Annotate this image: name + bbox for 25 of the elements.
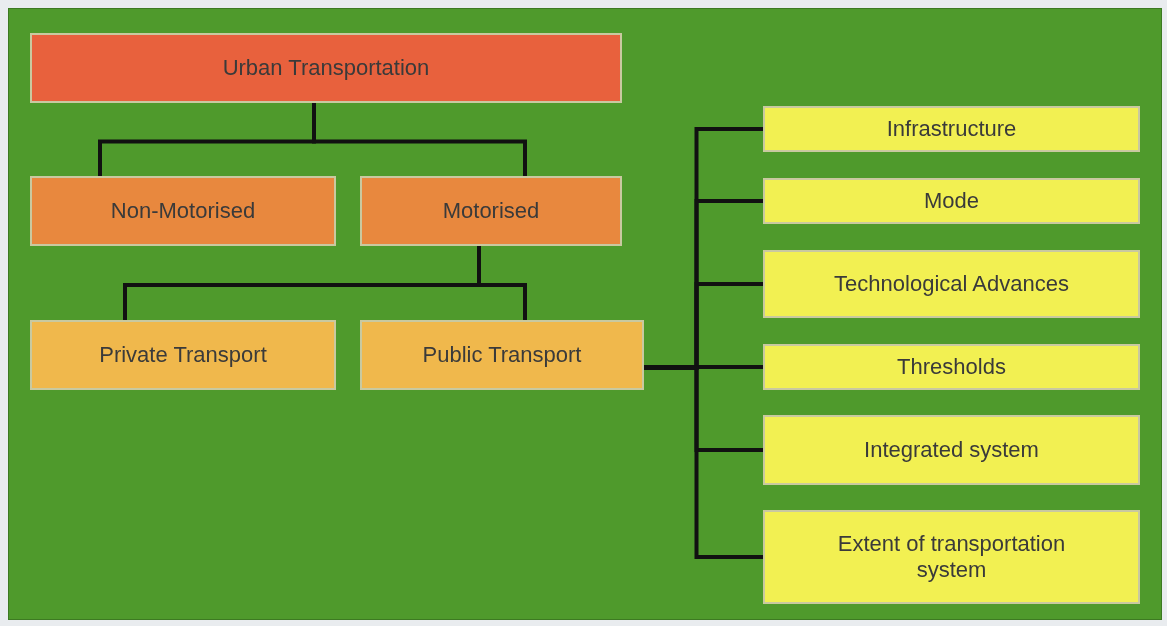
box-label: Extent of transportation system <box>836 530 1067 584</box>
category-box <box>763 106 1140 152</box>
box-label: Infrastructure <box>886 115 1017 143</box>
box-label: Private Transport <box>99 341 267 369</box>
category-box <box>763 178 1140 224</box>
box-label: Technological Advances <box>834 270 1069 298</box>
category-box <box>763 415 1140 485</box>
box-label: Motorised <box>442 197 540 225</box>
connector-line <box>644 365 763 559</box>
category-box <box>30 320 336 390</box>
box-label: Non-Motorised <box>110 197 256 225</box>
box-label: Public Transport <box>422 341 582 369</box>
category-box <box>360 176 622 246</box>
category-box <box>30 176 336 246</box>
category-box <box>763 510 1140 604</box>
box-label: Thresholds <box>897 353 1006 381</box>
box-label: Mode <box>923 187 979 215</box>
connector-line <box>312 103 527 176</box>
category-box <box>763 250 1140 318</box>
connector-line <box>477 246 527 320</box>
category-box <box>30 33 622 103</box>
box-label: Integrated system <box>864 436 1039 464</box>
category-box <box>360 320 644 390</box>
category-box <box>763 344 1140 390</box>
box-label: Urban Transportation <box>222 54 430 82</box>
